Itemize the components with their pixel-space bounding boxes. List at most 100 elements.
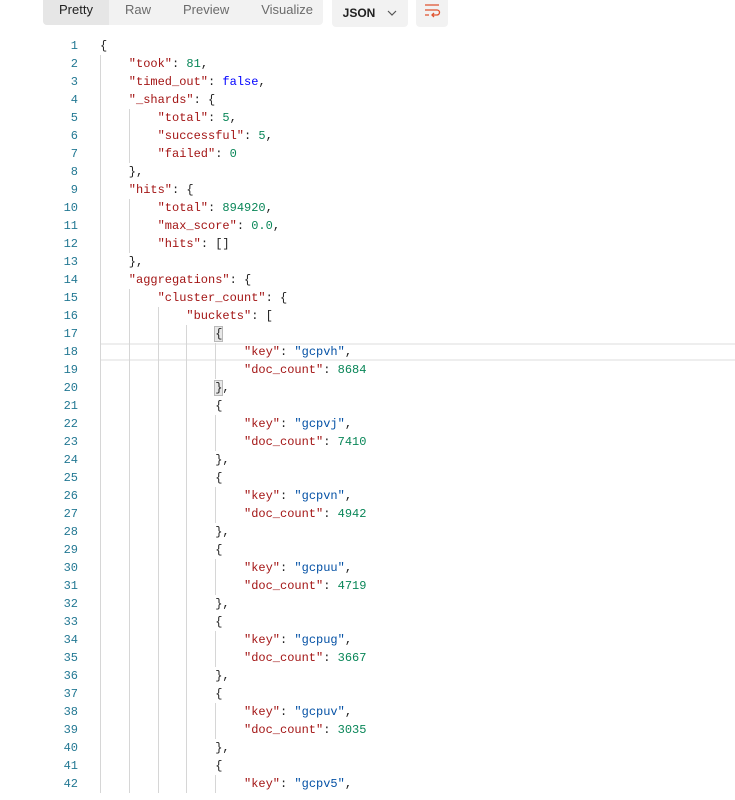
line-number: 2 [70, 57, 78, 71]
code-line: 19"doc_count": 8684 [0, 361, 735, 379]
json-number: 4719 [337, 579, 367, 593]
indent-guide [100, 685, 101, 703]
indent-guide [157, 721, 159, 739]
indent-guide [100, 757, 101, 775]
tab-raw[interactable]: Raw [124, 2, 151, 17]
json-number: 3035 [337, 723, 367, 737]
line-number: 42 [63, 777, 78, 791]
format-dropdown[interactable]: JSON [332, 0, 408, 27]
code-content: { [100, 613, 735, 631]
json-punctuation: : [280, 705, 295, 719]
code-line: 32}, [0, 595, 735, 613]
code-content: "doc_count": 4719 [100, 577, 735, 595]
code-text: "key": "gcpv5", [244, 775, 352, 793]
line-number: 12 [63, 237, 78, 251]
indent-guide [100, 541, 101, 559]
json-key: "key" [244, 417, 281, 431]
code-line: 38"key": "gcpuv", [0, 703, 735, 721]
json-punctuation: }, [215, 525, 230, 539]
tab-visualize[interactable]: Visualize [261, 2, 314, 17]
line-number: 32 [63, 597, 78, 611]
code-content: "doc_count": 3667 [100, 649, 735, 667]
code-content: "doc_count": 4942 [100, 505, 735, 523]
indent-guide [100, 235, 101, 253]
response-view-tabs: Pretty Raw Preview Visualize [43, 0, 323, 25]
json-key: "total" [157, 111, 209, 125]
indent-guide [186, 775, 188, 793]
indent-guide [100, 271, 101, 289]
json-key: "doc_count" [244, 651, 324, 665]
line-number: 11 [63, 219, 78, 233]
line-number: 33 [63, 615, 78, 629]
code-text: "key": "gcpvj", [244, 415, 352, 433]
tab-pretty[interactable]: Pretty [43, 0, 109, 25]
code-line: 4"_shards": { [0, 91, 735, 109]
code-content: "doc_count": 7410 [100, 433, 735, 451]
wrap-lines-icon [425, 4, 441, 18]
response-body-editor[interactable]: 1{2"took": 81,3"timed_out": false,4"_sha… [0, 37, 735, 793]
json-key: "hits" [157, 237, 201, 251]
code-content: "failed": 0 [100, 145, 735, 163]
indent-guide [186, 379, 188, 397]
indent-guide [100, 145, 101, 163]
code-text: }, [215, 667, 229, 685]
line-number: 34 [63, 633, 78, 647]
line-number: 31 [63, 579, 78, 593]
code-content: "aggregations": { [100, 271, 735, 289]
code-line: 24}, [0, 451, 735, 469]
line-number: 10 [63, 201, 78, 215]
indent-guide [186, 649, 188, 667]
indent-guide [157, 343, 159, 361]
code-text: "hits": [] [158, 235, 230, 253]
code-content: }, [100, 667, 735, 685]
code-line: 28}, [0, 523, 735, 541]
indent-guide [128, 631, 130, 649]
code-content: "doc_count": 3035 [100, 721, 735, 739]
code-text: "key": "gcpvn", [244, 487, 352, 505]
indent-guide [186, 361, 188, 379]
json-punctuation: }, [128, 165, 144, 179]
json-number: 894920 [222, 201, 266, 215]
indent-guide [128, 703, 130, 721]
indent-guide [157, 577, 159, 595]
json-punctuation: }, [215, 669, 230, 683]
json-key: "timed_out" [128, 75, 209, 89]
code-line: 27"doc_count": 4942 [0, 505, 735, 523]
indent-guide [128, 595, 130, 613]
indent-guide [128, 613, 130, 631]
indent-guide [100, 577, 101, 595]
json-key: "doc_count" [244, 723, 324, 737]
indent-guide [100, 613, 101, 631]
json-punctuation: : [] [200, 237, 230, 251]
code-content: "_shards": { [100, 91, 735, 109]
indent-guide [100, 199, 101, 217]
code-content: }, [100, 163, 735, 181]
tab-preview[interactable]: Preview [182, 2, 230, 17]
indent-guide [186, 757, 188, 775]
indent-guide [157, 433, 159, 451]
code-text: "total": 894920, [158, 199, 273, 217]
code-line: 7"failed": 0 [0, 145, 735, 163]
json-string: "gcpvh" [294, 345, 345, 359]
json-punctuation: : [323, 723, 338, 737]
indent-guide [128, 109, 130, 127]
indent-guide [157, 595, 159, 613]
json-punctuation: { [215, 687, 223, 701]
indent-guide [215, 361, 217, 379]
code-text: }, [215, 595, 229, 613]
json-punctuation: , [344, 777, 353, 791]
line-number: 14 [63, 273, 78, 287]
indent-guide [186, 541, 188, 559]
code-line: 41{ [0, 757, 735, 775]
indent-guide [100, 469, 101, 487]
line-number: 40 [63, 741, 78, 755]
indent-guide [157, 613, 159, 631]
code-text: "doc_count": 3667 [244, 649, 366, 667]
code-line: 21{ [0, 397, 735, 415]
code-line: 34"key": "gcpug", [0, 631, 735, 649]
indent-guide [157, 775, 159, 793]
wrap-lines-button[interactable] [416, 0, 448, 27]
code-line: 30"key": "gcpuu", [0, 559, 735, 577]
json-punctuation: : [323, 435, 338, 449]
json-punctuation: , [344, 561, 353, 575]
